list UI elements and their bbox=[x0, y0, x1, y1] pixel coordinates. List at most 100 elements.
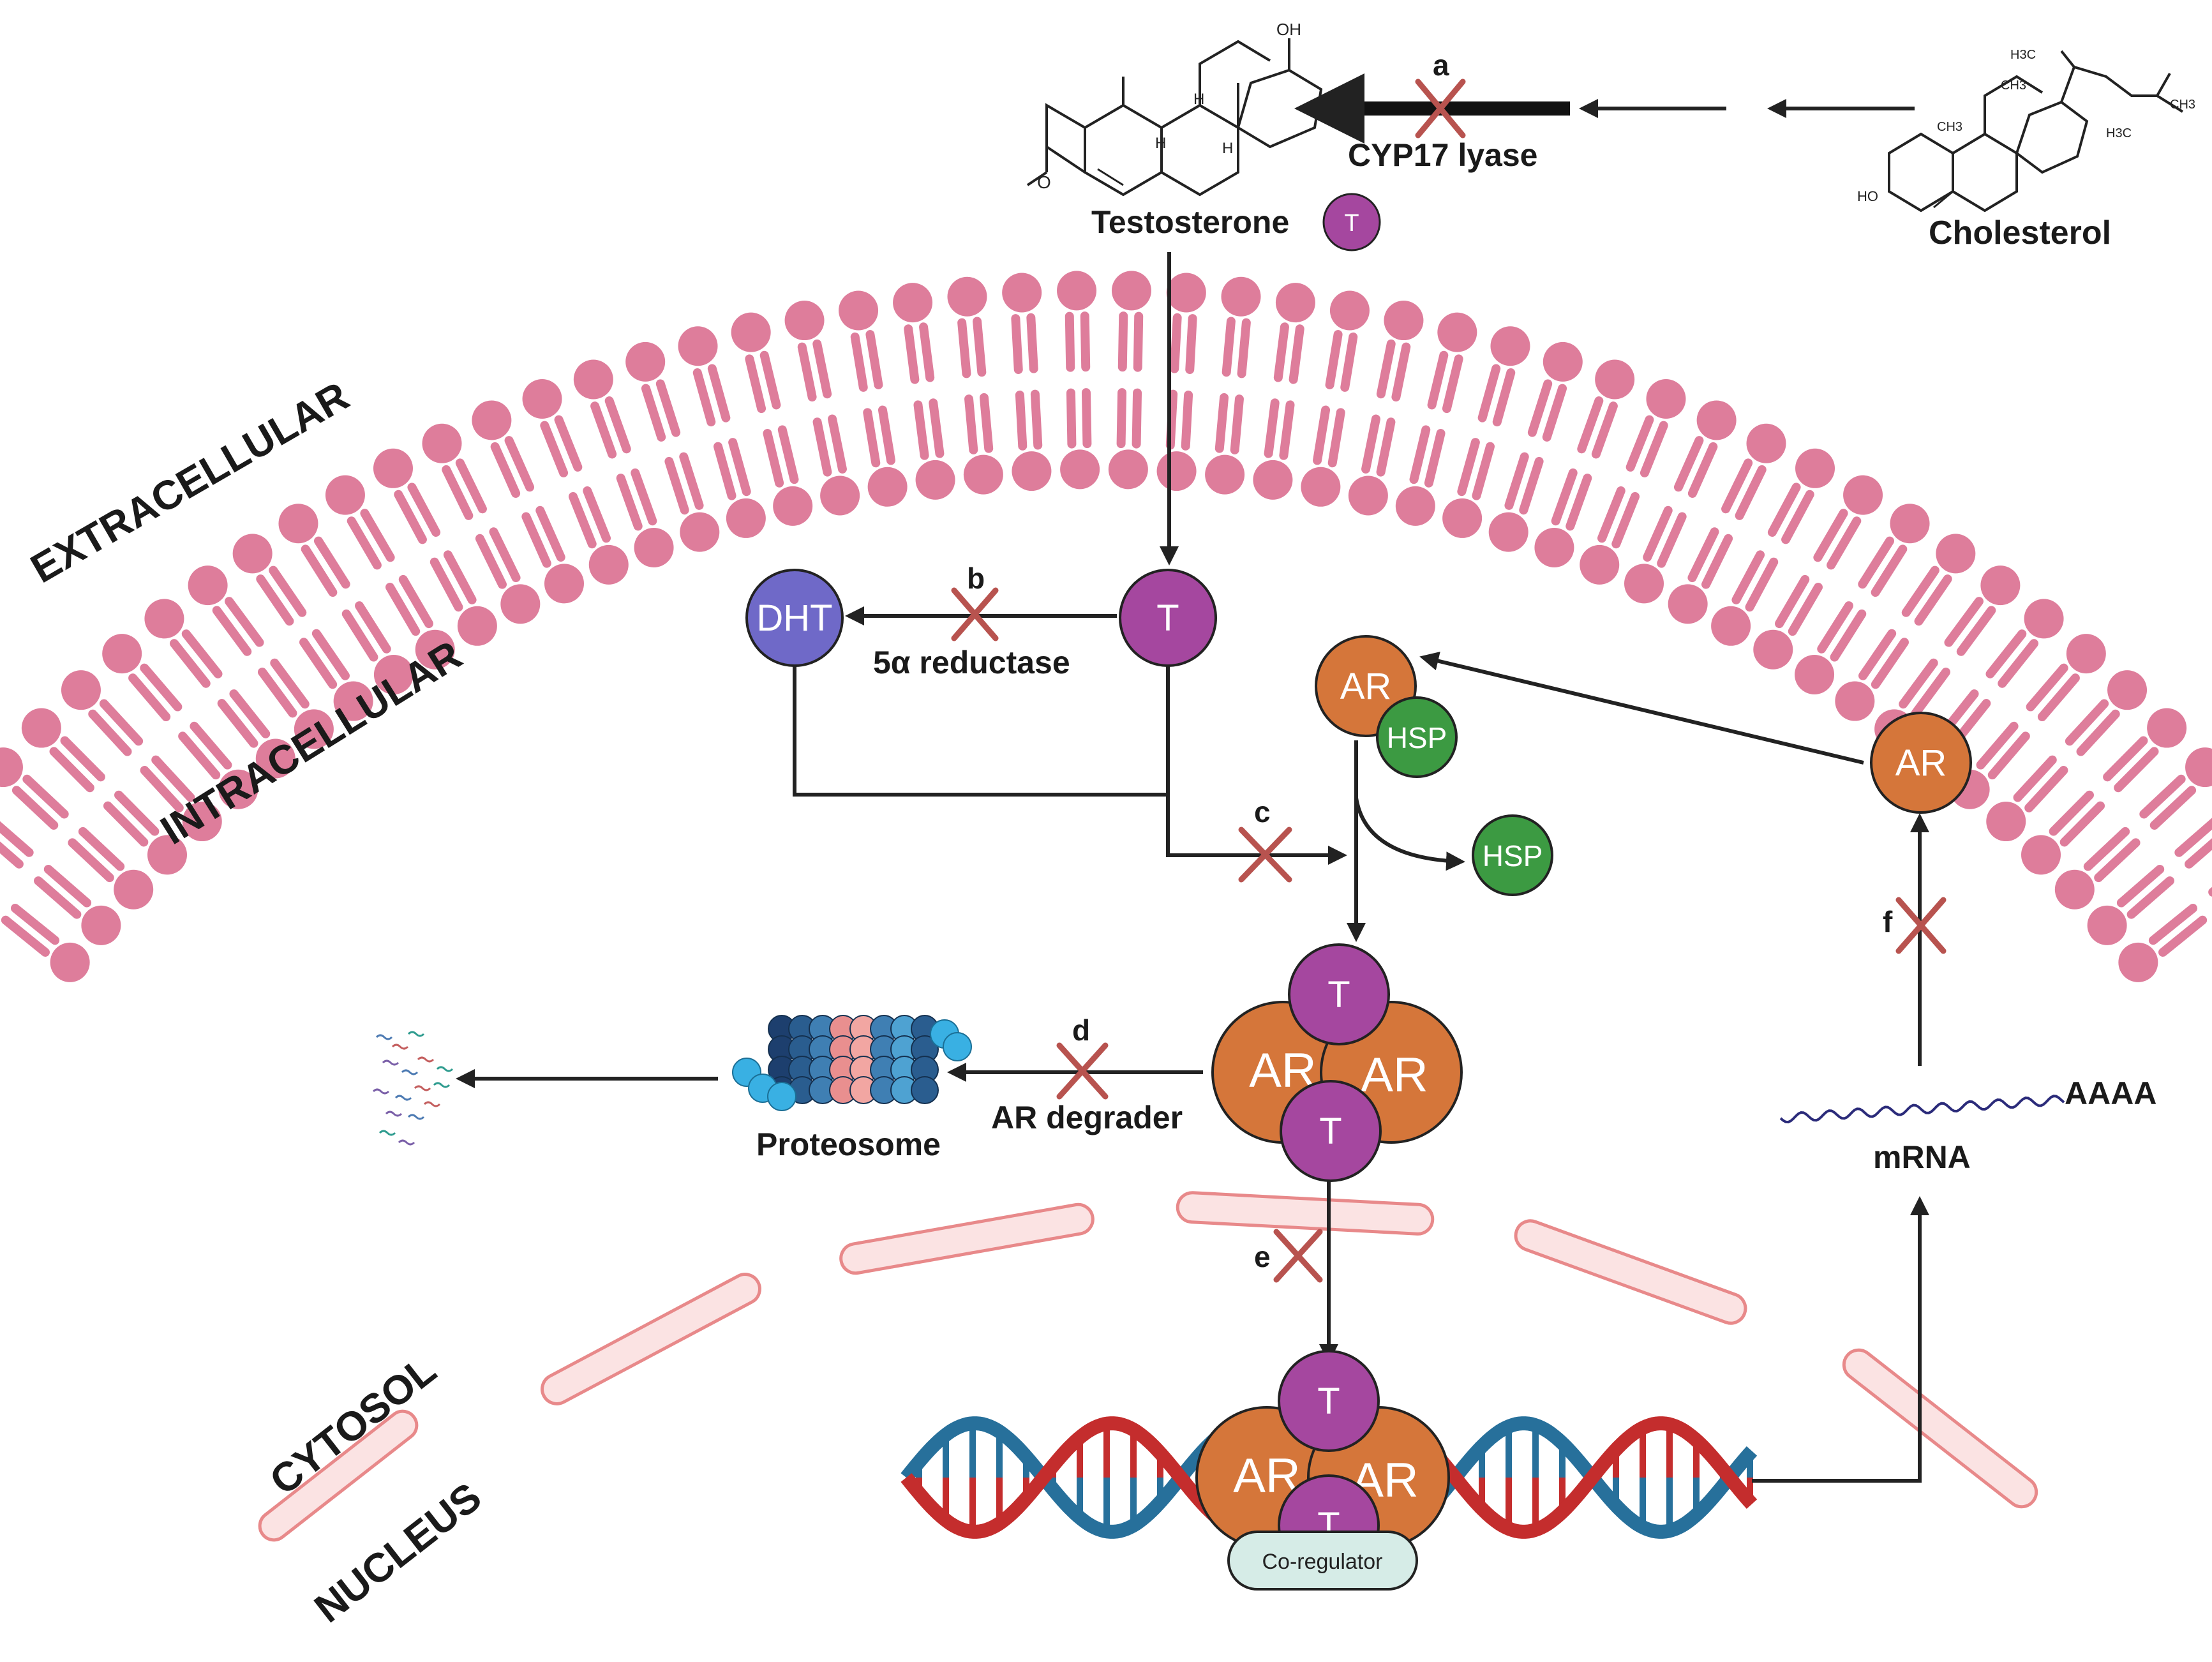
peptide-fragments-icon bbox=[372, 1031, 454, 1146]
ar-hsp-complex: AR HSP bbox=[1315, 635, 1458, 778]
phospholipid bbox=[1753, 475, 1883, 670]
phospholipid bbox=[1986, 670, 2148, 842]
phospholipid bbox=[188, 565, 334, 749]
phospholipid bbox=[1488, 341, 1583, 552]
proteosome-subunit bbox=[943, 1032, 972, 1061]
co-regulator: Co-regulator bbox=[1227, 1531, 1418, 1591]
arrow-hsp-release bbox=[1354, 797, 1465, 871]
cell-membrane bbox=[0, 271, 2212, 982]
phospholipid bbox=[61, 670, 222, 842]
peptide-fragment bbox=[378, 1130, 396, 1136]
svg-text:AR: AR bbox=[1340, 666, 1392, 707]
polya-tail-label: AAAA bbox=[2065, 1075, 2156, 1111]
phospholipid bbox=[2021, 708, 2187, 875]
ar-new: AR bbox=[1870, 712, 1972, 814]
connector-dht-t bbox=[793, 666, 1168, 797]
phospholipid bbox=[422, 423, 541, 624]
testosterone-structure bbox=[1026, 38, 1323, 197]
phospholipid bbox=[1253, 283, 1315, 500]
phospholipid bbox=[522, 379, 629, 585]
svg-text:T: T bbox=[1344, 210, 1359, 237]
peptide-fragment bbox=[385, 1111, 403, 1117]
peptide-fragment bbox=[423, 1101, 441, 1107]
phospholipid bbox=[1795, 504, 1930, 694]
phospholipid bbox=[1534, 359, 1635, 567]
ar-dimer-cytosol: AR AR T T bbox=[1211, 943, 1463, 1182]
phospholipid bbox=[373, 448, 497, 646]
peptide-fragment bbox=[436, 1066, 454, 1072]
svg-text:T: T bbox=[1156, 597, 1179, 639]
peptide-fragment bbox=[414, 1085, 431, 1091]
phospholipid bbox=[784, 301, 860, 516]
svg-text:DHT: DHT bbox=[756, 597, 832, 639]
phospholipid bbox=[0, 821, 121, 945]
arrow-ar-return bbox=[1419, 651, 1864, 765]
phospholipid bbox=[1002, 273, 1052, 491]
hsp-released: HSP bbox=[1472, 814, 1553, 896]
ho-label: HO bbox=[1857, 188, 1878, 204]
phospholipid bbox=[839, 290, 908, 507]
phospholipid bbox=[1580, 379, 1686, 585]
h-label-3: H bbox=[1222, 140, 1233, 157]
5a-reductase-label: 5α reductase bbox=[873, 645, 1070, 680]
svg-text:AR: AR bbox=[1895, 742, 1947, 784]
phospholipid bbox=[1711, 448, 1835, 646]
phospholipid bbox=[472, 400, 584, 604]
inhibit-mark-c bbox=[1238, 827, 1292, 883]
peptide-fragment bbox=[407, 1031, 425, 1037]
phospholipid bbox=[0, 747, 154, 910]
svg-text:HSP: HSP bbox=[1387, 721, 1447, 754]
phospholipid bbox=[1301, 290, 1370, 507]
phospholipid bbox=[1348, 301, 1424, 516]
phospholipid bbox=[2054, 747, 2212, 910]
step-d-label: d bbox=[1072, 1014, 1090, 1047]
phospholipid bbox=[625, 341, 720, 552]
intracellular-label: INTRACELLULAR bbox=[153, 631, 469, 853]
testosterone-label: Testosterone bbox=[1091, 204, 1289, 240]
step-c-label: c bbox=[1254, 795, 1271, 828]
phospholipid bbox=[893, 283, 955, 500]
phospholipid bbox=[2087, 818, 2212, 945]
phospholipid bbox=[1624, 400, 1737, 604]
svg-text:T: T bbox=[1317, 1381, 1340, 1422]
inhibit-mark-a bbox=[1415, 79, 1466, 138]
phospholipid bbox=[1668, 423, 1786, 624]
ch3-label-2: CH3 bbox=[1937, 120, 1962, 134]
phospholipid bbox=[678, 326, 766, 538]
ch3-label-1: CH3 bbox=[2170, 98, 2195, 112]
proteosome-subunit bbox=[911, 1076, 939, 1104]
arrow-ligand-to-ar bbox=[1166, 666, 1347, 865]
phospholipid bbox=[1442, 326, 1530, 538]
step-b-label: b bbox=[967, 562, 985, 595]
peptide-fragment bbox=[382, 1059, 400, 1066]
step-f-label: f bbox=[1883, 905, 1893, 938]
peptide-fragment bbox=[401, 1069, 419, 1075]
phospholipid bbox=[144, 599, 295, 779]
oh-label: OH bbox=[1276, 20, 1301, 39]
proteosome-subunit bbox=[767, 1082, 796, 1111]
step-e-label: e bbox=[1254, 1240, 1271, 1273]
phospholipid bbox=[325, 475, 455, 670]
nuclear-envelope bbox=[258, 1191, 2038, 1542]
phospholipid bbox=[21, 708, 187, 875]
peptide-fragment bbox=[391, 1044, 409, 1050]
o-label: O bbox=[1037, 172, 1051, 192]
svg-text:T: T bbox=[1327, 974, 1350, 1015]
cholesterol-structure bbox=[1888, 50, 2184, 213]
phospholipid bbox=[2118, 887, 2212, 982]
t-node-intracellular: T bbox=[1119, 569, 1217, 667]
inhibit-mark-b bbox=[951, 587, 999, 641]
phospholipid bbox=[573, 359, 674, 567]
dht-node: DHT bbox=[745, 569, 844, 667]
phospholipid bbox=[1, 904, 90, 982]
phospholipid bbox=[278, 504, 414, 694]
peptide-fragment bbox=[398, 1139, 415, 1146]
phospholipid bbox=[947, 276, 1003, 495]
ch3-label-3: CH3 bbox=[2001, 79, 2026, 93]
svg-text:AR: AR bbox=[1361, 1048, 1428, 1102]
phospholipid bbox=[102, 634, 258, 809]
step-a-label: a bbox=[1433, 49, 1449, 82]
h-label-1: H bbox=[1193, 91, 1204, 108]
peptide-fragment bbox=[372, 1088, 390, 1095]
